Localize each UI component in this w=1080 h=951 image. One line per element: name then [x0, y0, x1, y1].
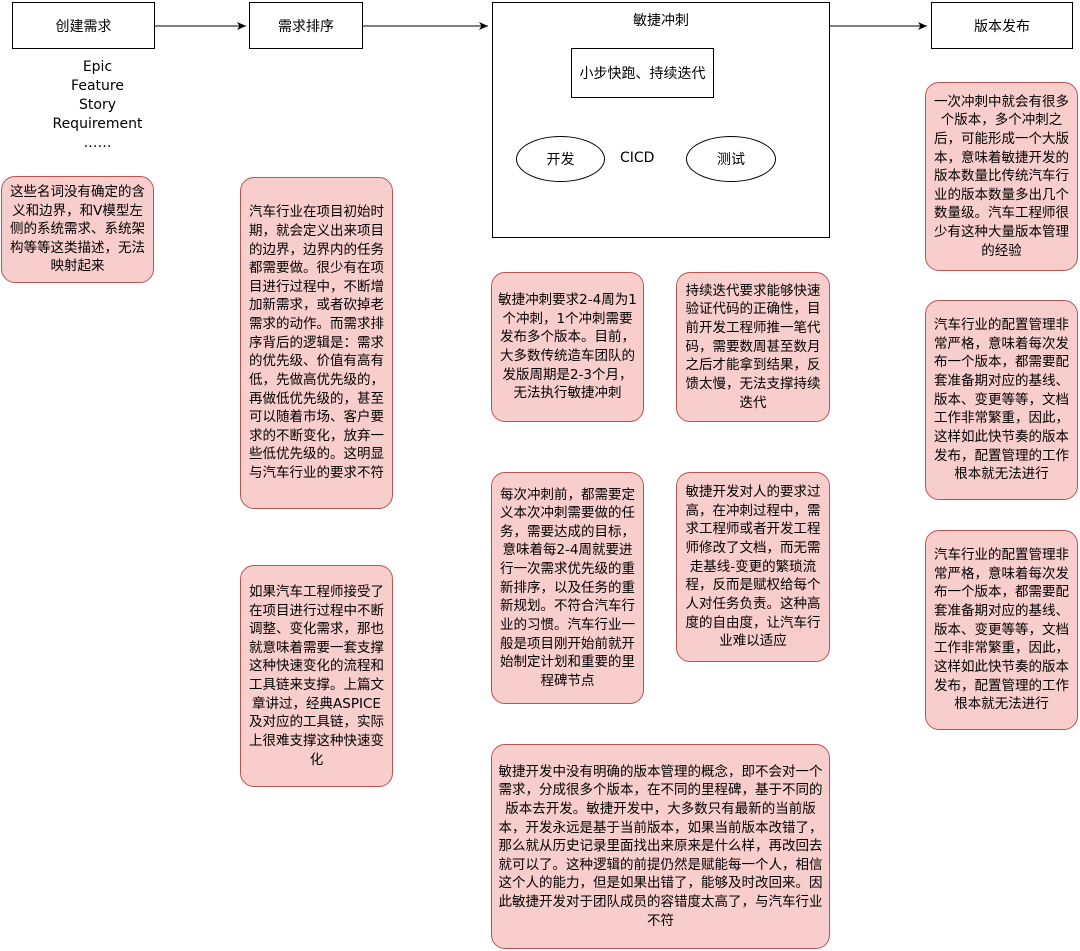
term-feature: Feature	[71, 77, 124, 94]
requirement-terms-list: Epic Feature Story Requirement ……	[20, 58, 175, 152]
term-epic: Epic	[82, 59, 113, 75]
stage-requirement-sorting: 需求排序	[249, 2, 363, 49]
note-release-3-text: 汽车行业的配置管理非常严格，意味着每次发布一个版本，都需要配套准备期对应的基线、…	[934, 547, 1069, 713]
note-release-2-text: 汽车行业的配置管理非常严格，意味着每次发布一个版本，都需要配套准备期对应的基线、…	[934, 317, 1069, 483]
note-agile-4: 敏捷开发对人的要求过高，在冲刺过程中，需求工程师或者开发工程师修改了文档，而无需…	[676, 472, 830, 662]
term-story: Story	[79, 96, 116, 113]
stage-agile-label: 敏捷冲刺	[633, 13, 689, 29]
stage-sort-label: 需求排序	[278, 18, 334, 35]
note-agile-5: 敏捷开发中没有明确的版本管理的概念，即不会对一个需求，分成很多个版本，在不同的里…	[491, 744, 830, 949]
note-terms: 这些名词没有确定的含义和边界，和V模型左侧的系统需求、系统架构等等这类描述，无法…	[1, 176, 154, 283]
test-node: 测试	[686, 136, 776, 182]
note-agile-5-text: 敏捷开发中没有明确的版本管理的概念，即不会对一个需求，分成很多个版本，在不同的里…	[498, 763, 823, 929]
stage-release-label: 版本发布	[974, 18, 1030, 35]
note-sort-1-text: 汽车行业在项目初始时期，就会定义出来项目的边界，边界内的任务都需要做。很少有在项…	[249, 204, 384, 482]
note-agile-1: 敏捷冲刺要求2-4周为1个冲刺，1个冲刺需要发布多个版本。目前，大多数传统造车团…	[491, 272, 644, 422]
note-agile-3: 每次冲刺前，都需要定义本次冲刺需要做的任务，需要达成的目标，意味着每2-4周就要…	[491, 472, 644, 704]
cicd-label: CICD	[620, 150, 655, 166]
note-release-1: 一次冲刺中就会有很多个版本，多个冲刺之后，可能形成一个大版本，意味着敏捷开发的版…	[925, 82, 1078, 271]
note-sort-2-text: 如果汽车工程师接受了在项目进行过程中不断调整、变化需求，那也就意味着需要一套支撑…	[249, 583, 384, 768]
stage-release: 版本发布	[931, 2, 1073, 49]
note-sort-2: 如果汽车工程师接受了在项目进行过程中不断调整、变化需求，那也就意味着需要一套支撑…	[240, 565, 393, 787]
dev-label: 开发	[546, 152, 575, 168]
agile-motto-label: 小步快跑、持续迭代	[579, 66, 706, 82]
dev-node: 开发	[516, 136, 605, 182]
note-release-3: 汽车行业的配置管理非常严格，意味着每次发布一个版本，都需要配套准备期对应的基线、…	[925, 530, 1078, 730]
note-release-2: 汽车行业的配置管理非常严格，意味着每次发布一个版本，都需要配套准备期对应的基线、…	[925, 300, 1078, 500]
term-requirement: Requirement	[52, 115, 143, 132]
note-sort-1: 汽车行业在项目初始时期，就会定义出来项目的边界，边界内的任务都需要做。很少有在项…	[240, 177, 393, 509]
agile-motto-box: 小步快跑、持续迭代	[571, 48, 714, 98]
stage-agile-sprint: 敏捷冲刺	[492, 2, 830, 238]
stage-create-requirement: 创建需求	[12, 2, 155, 49]
term-ellipsis: ……	[83, 134, 112, 151]
test-label: 测试	[717, 152, 745, 168]
note-agile-4-text: 敏捷开发对人的要求过高，在冲刺过程中，需求工程师或者开发工程师修改了文档，而无需…	[685, 484, 821, 650]
note-agile-1-text: 敏捷冲刺要求2-4周为1个冲刺，1个冲刺需要发布多个版本。目前，大多数传统造车团…	[498, 292, 637, 402]
note-agile-3-text: 每次冲刺前，都需要定义本次冲刺需要做的任务，需要达成的目标，意味着每2-4周就要…	[500, 486, 635, 689]
note-agile-2-text: 持续迭代要求能够快速验证代码的正确性，目前开发工程师推一笔代码，需要数周甚至数月…	[685, 282, 821, 411]
stage-create-label: 创建需求	[55, 18, 112, 35]
note-release-1-text: 一次冲刺中就会有很多个版本，多个冲刺之后，可能形成一个大版本，意味着敏捷开发的版…	[934, 93, 1069, 259]
note-agile-2: 持续迭代要求能够快速验证代码的正确性，目前开发工程师推一笔代码，需要数周甚至数月…	[676, 272, 830, 422]
note-terms-text: 这些名词没有确定的含义和边界，和V模型左侧的系统需求、系统架构等等这类描述，无法…	[10, 183, 145, 275]
